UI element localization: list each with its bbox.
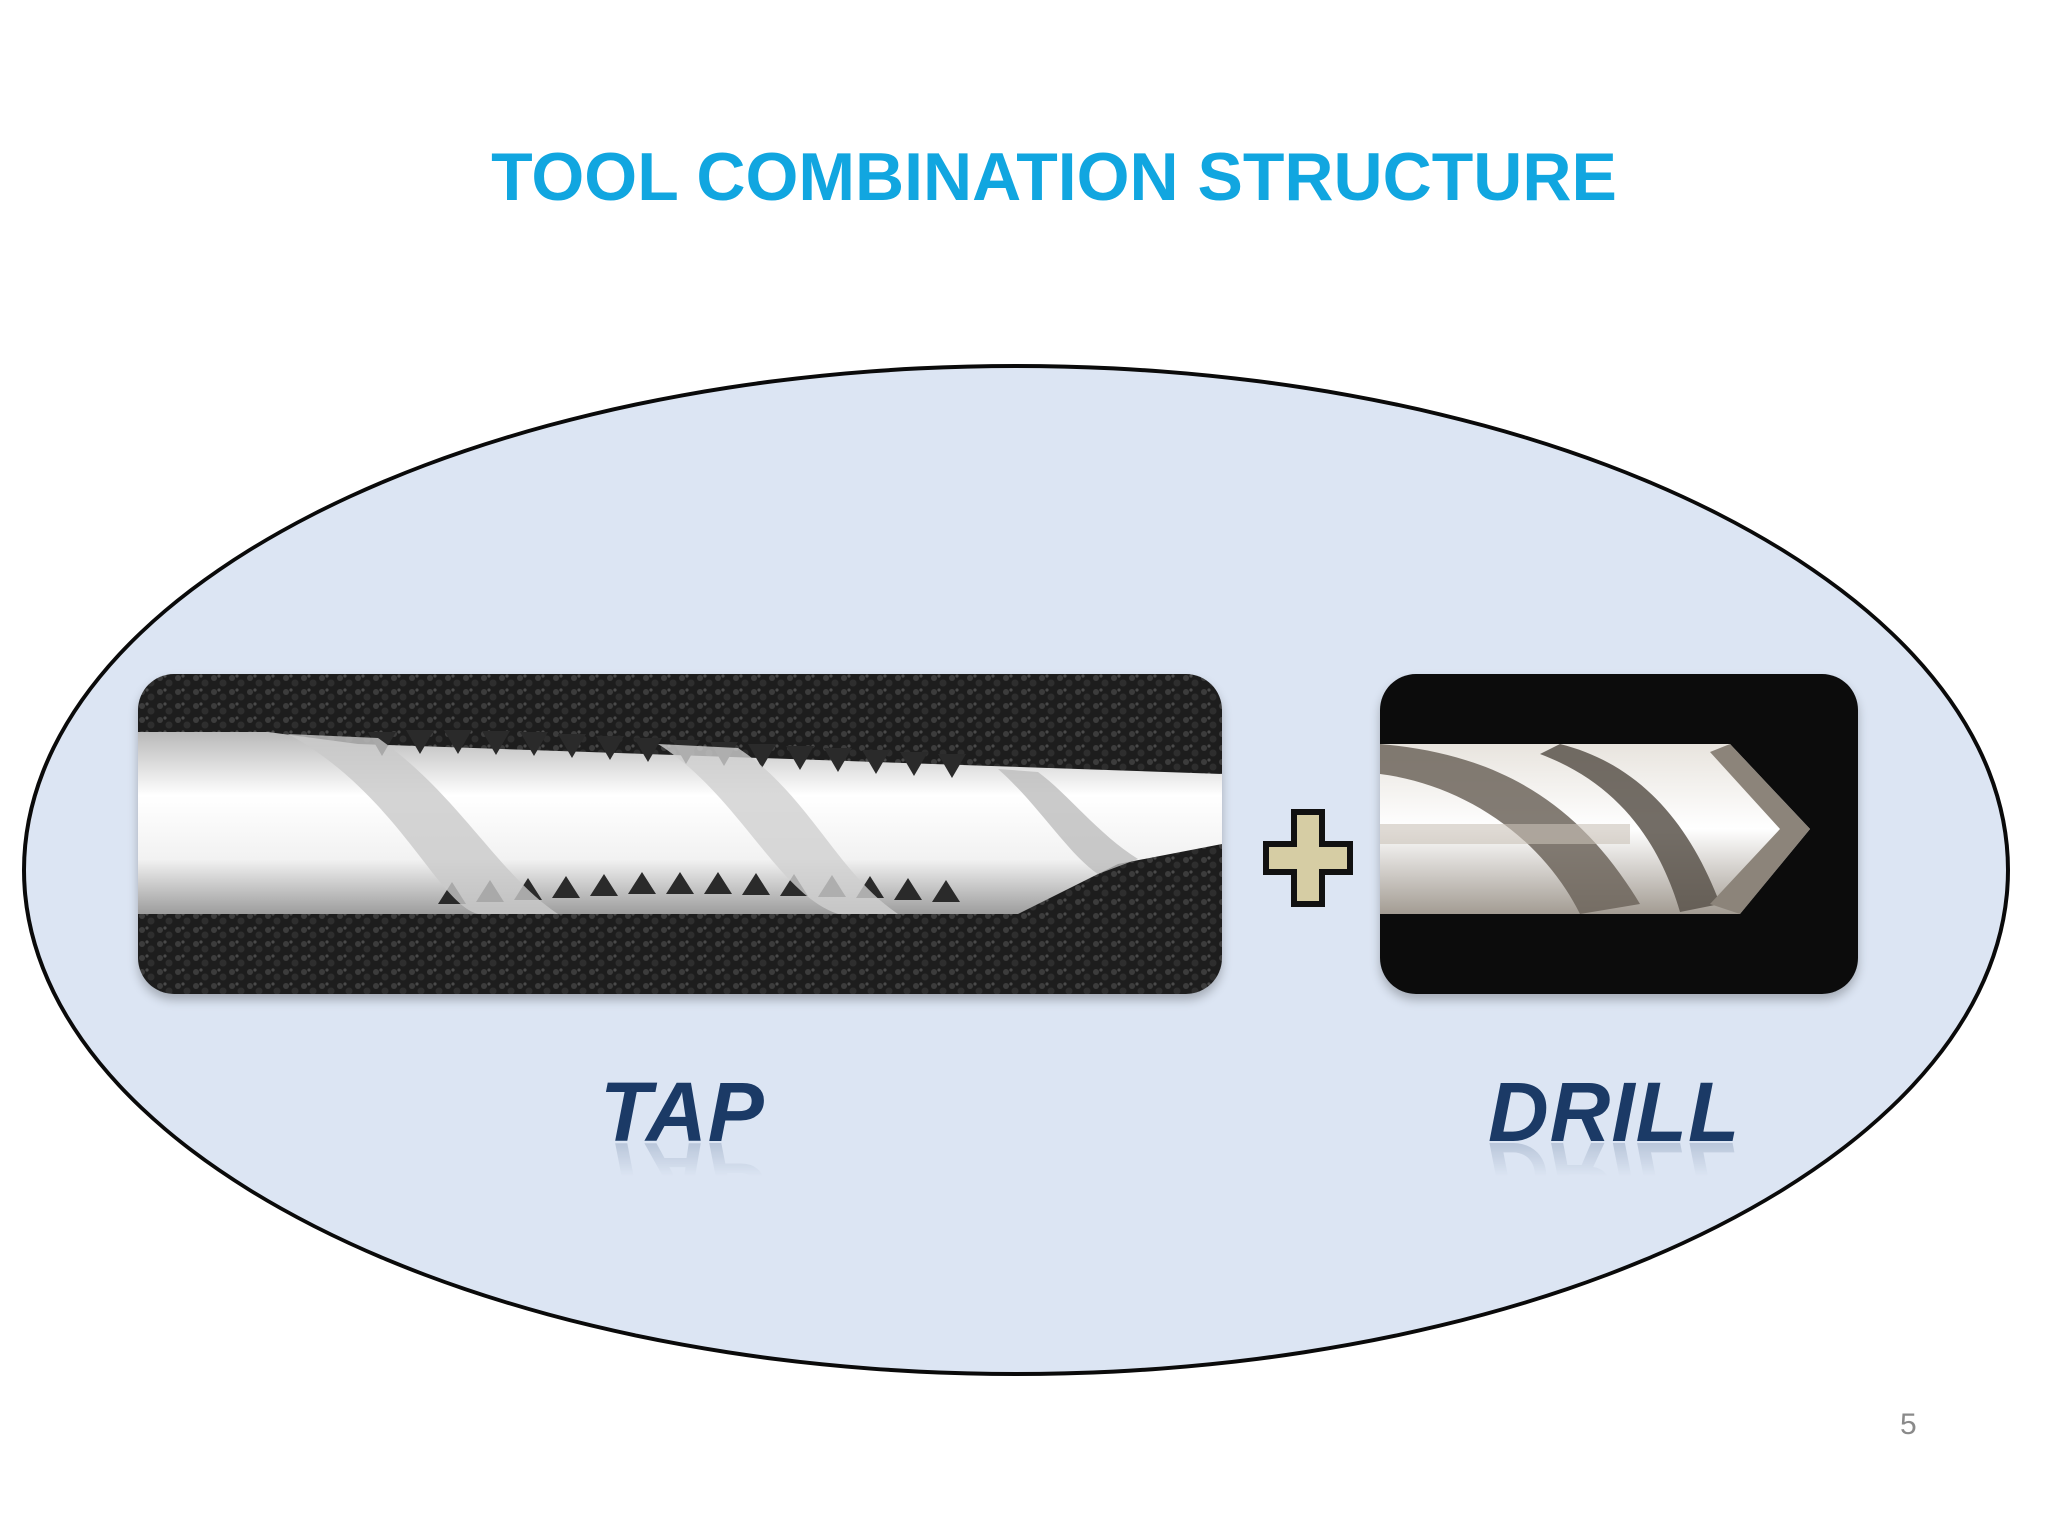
slide-title: TOOL COMBINATION STRUCTURE xyxy=(491,139,1617,215)
drill-label-reflection: DRILL xyxy=(1488,1125,1741,1219)
drill-label: DRILL DRILL xyxy=(1488,1070,1740,1219)
page-number: 5 xyxy=(1900,1408,1917,1441)
drill-image xyxy=(1380,674,1858,994)
tap-label: TAP TAP xyxy=(600,1070,765,1219)
tap-label-text: TAP xyxy=(600,1065,765,1159)
drill-label-text: DRILL xyxy=(1488,1065,1741,1159)
tap-image xyxy=(138,674,1222,994)
plus-icon xyxy=(1262,808,1354,908)
tap-label-reflection: TAP xyxy=(600,1125,765,1219)
